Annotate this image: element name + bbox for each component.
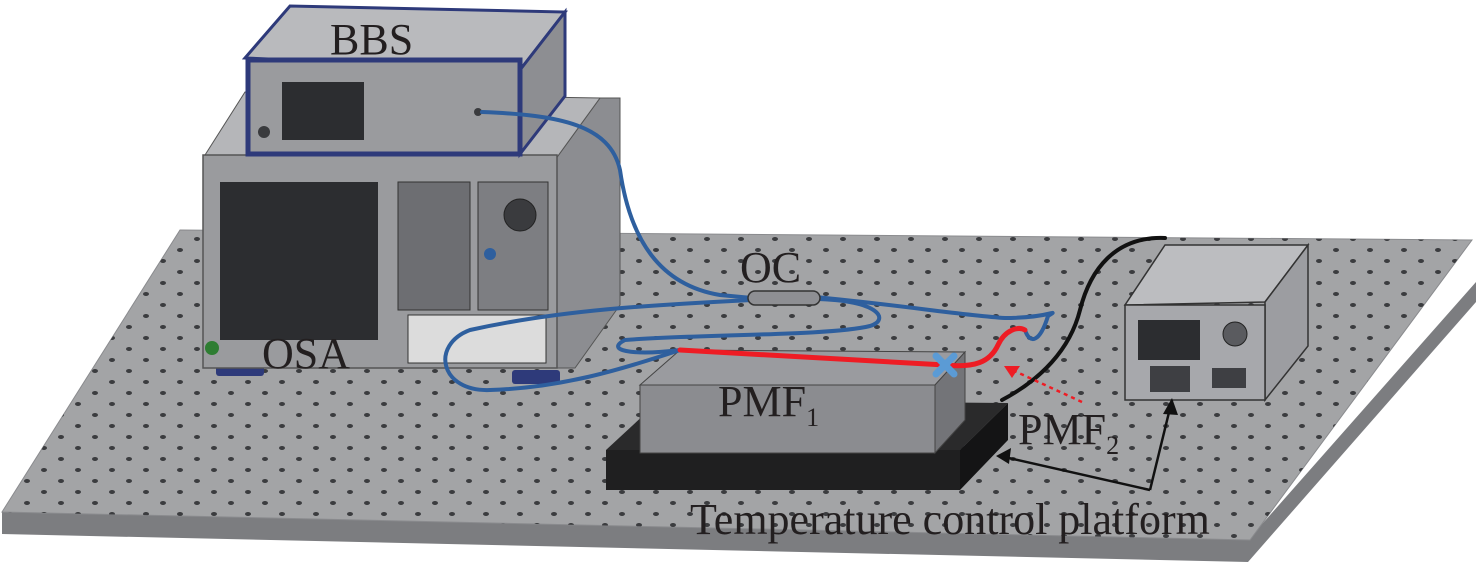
controller-screen (1138, 320, 1200, 360)
platform-pointer-line (1148, 399, 1174, 491)
fiber-oc-out-upper (813, 295, 1055, 320)
optical-coupler (747, 290, 821, 306)
bbs-label: BBS (330, 15, 414, 64)
pmf2-label: PMF2 (1018, 408, 1119, 459)
pmf1-fiber (677, 347, 948, 368)
platform-base-front (606, 450, 960, 490)
annotation-arrows (996, 366, 1178, 492)
osa-drawer (407, 314, 547, 364)
temperature-controller (1123, 242, 1310, 403)
osa-foot-right (512, 370, 560, 384)
pmf1-label-subscript: 1 (806, 403, 820, 432)
oc-label: OC (740, 243, 802, 292)
fiber-loop-right (1023, 314, 1050, 341)
pmf2-pointer-arrow (1007, 366, 1083, 404)
osa-screen (220, 182, 378, 340)
pmf2-label-subscript: 2 (1106, 431, 1120, 460)
osa-power-button (205, 341, 219, 355)
platform-pointer-line-base (999, 454, 1151, 492)
osa-blue-button (484, 248, 496, 260)
platform-pointer-arrowhead-base (996, 448, 1011, 464)
bbs-knob (258, 126, 270, 138)
osa-knob (503, 198, 537, 232)
pmf2-pointer-arrowhead (1004, 366, 1020, 378)
fiber-bbs-to-oc (480, 110, 754, 300)
fiber-network (443, 110, 1167, 402)
pmf1-label: PMF1 (718, 380, 819, 431)
controller-knob (1222, 321, 1248, 347)
fiber-oc-to-osa (443, 298, 754, 393)
controller-keypad (1150, 366, 1190, 392)
pmf2-fiber (942, 326, 1028, 369)
osa-label: OSA (262, 329, 351, 378)
platform-label: Temperature control platform (690, 495, 1210, 544)
pmf2-label-main: PMF (1018, 405, 1107, 454)
splice-point-marker (932, 352, 958, 378)
platform-pointer-arrowhead-controller (1163, 398, 1178, 415)
temperature-control-platform (606, 349, 1008, 490)
controller-buttons (1212, 368, 1246, 388)
bbs-instrument (241, 4, 569, 159)
controller-cable (1000, 235, 1167, 402)
fiber-oc-out-lower (616, 297, 882, 355)
coupler-body (747, 290, 821, 306)
platform-base-side (960, 403, 1008, 490)
pmf1-block-front (639, 384, 936, 454)
bbs-output-port (474, 108, 482, 116)
pmf1-label-main: PMF (718, 377, 807, 426)
osa-keypad (397, 181, 471, 311)
bbs-screen (282, 82, 364, 140)
table-side (2, 282, 1476, 562)
